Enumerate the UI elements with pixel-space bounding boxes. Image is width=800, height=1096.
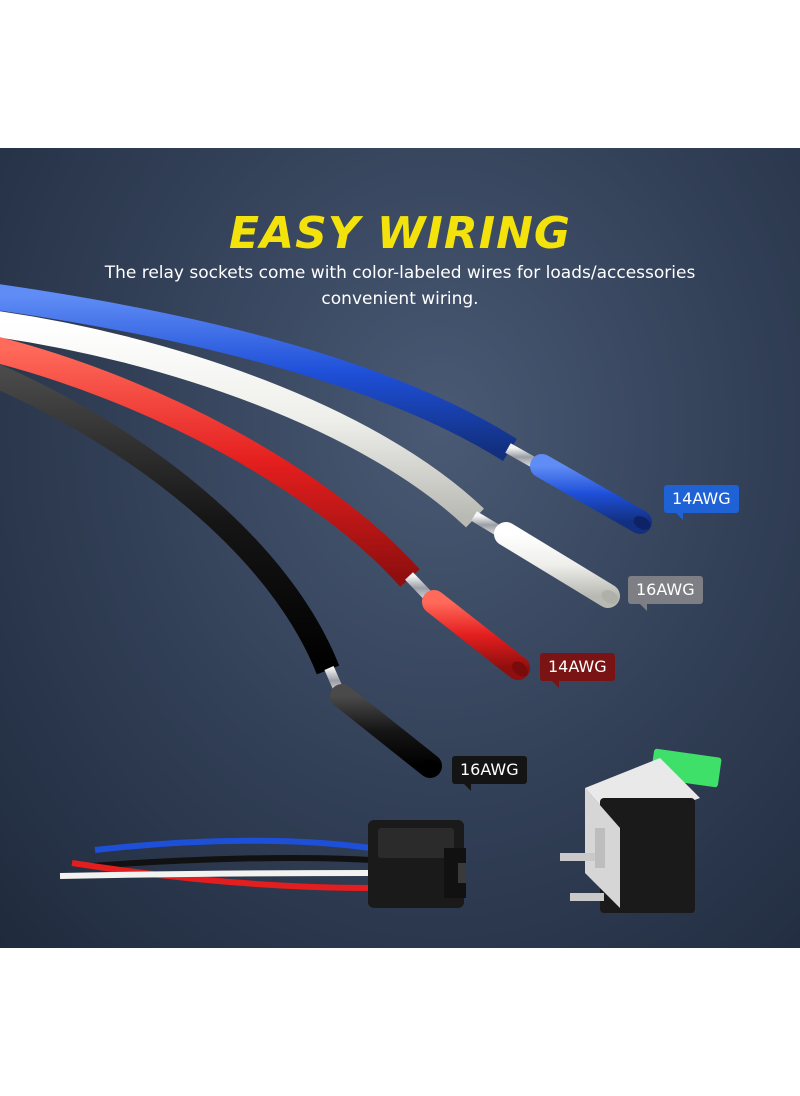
wire-gauge-tag-white: 16AWG: [628, 576, 703, 611]
headline: EASY WIRING: [228, 208, 572, 259]
blue-wire: [0, 284, 652, 534]
wiring-illustration: [0, 284, 722, 913]
white-wire: [0, 311, 620, 608]
black-wire: [0, 364, 442, 778]
wire-gauge-tag-blue: 14AWG: [664, 485, 739, 520]
description: The relay sockets come with color-labele…: [104, 263, 696, 309]
relay-socket-harness: [59, 820, 466, 908]
red-wire: [0, 337, 530, 680]
product-panel: EASY WIRING The relay sockets come with …: [0, 148, 800, 948]
automotive-relay: [560, 748, 722, 913]
wire-gauge-tag-black: 16AWG: [452, 756, 527, 791]
wire-gauge-tag-red: 14AWG: [540, 653, 615, 688]
